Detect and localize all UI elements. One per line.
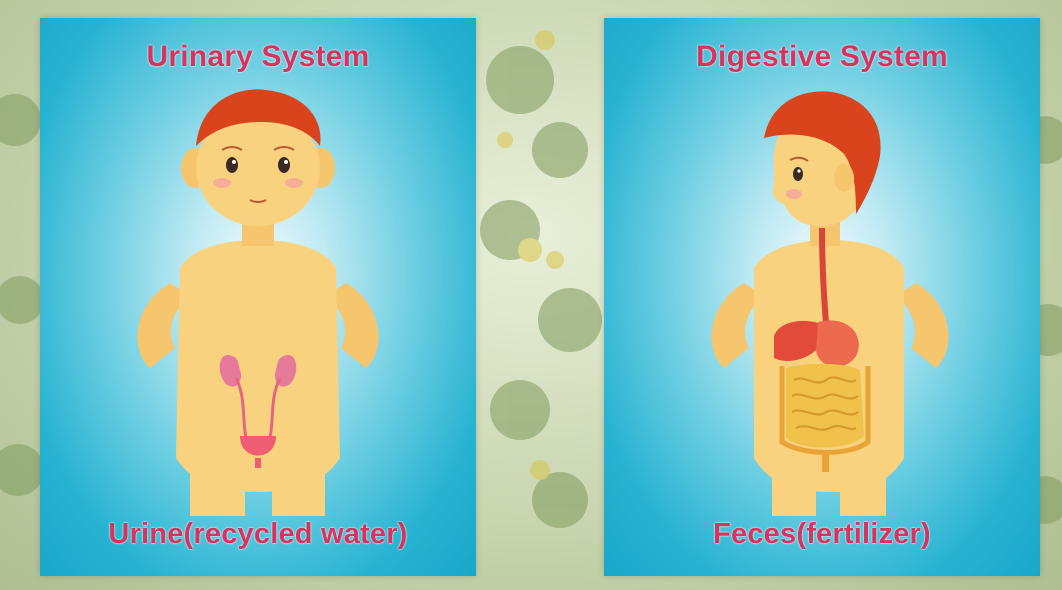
digestive-system-panel: Digestive System <box>604 18 1040 576</box>
digestive-system-caption: Feces(fertilizer) <box>604 518 1040 551</box>
urinary-system-panel: Urinary System <box>40 18 476 576</box>
urinary-system-caption: Urine(recycled water) <box>40 518 476 551</box>
boy-side-illustration <box>604 18 1040 576</box>
boy-front-illustration <box>40 18 476 576</box>
